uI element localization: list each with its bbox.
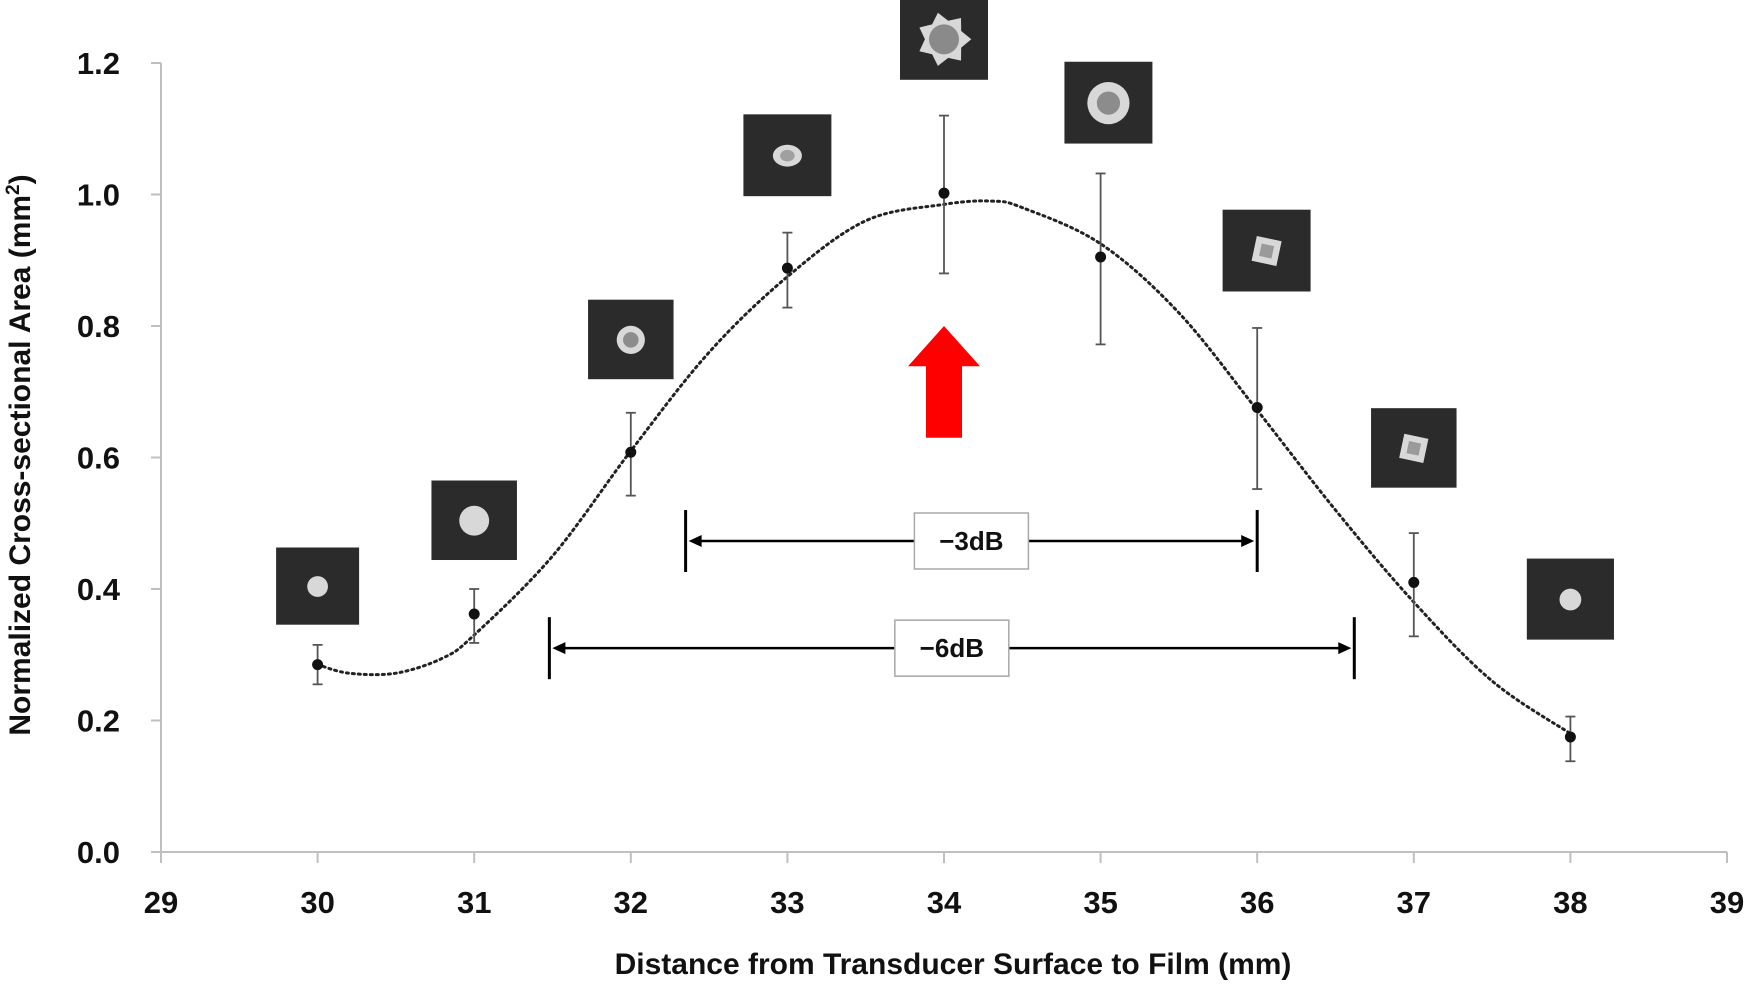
inset-spot-core [1406,441,1422,456]
inset-spot [1559,588,1582,611]
y-axis-title: Normalized Cross-sectional Area (mm2) [3,174,37,735]
y-axis-title-main: Normalized Cross-sectional Area (mm [4,195,37,736]
inset-spot-core [1096,91,1121,115]
range-arrowhead-left [552,642,566,655]
x-tick-label: 29 [144,885,178,920]
focus-arrow [908,326,980,438]
inset-spot-core [928,24,960,55]
y-tick-label: 0.0 [77,835,120,870]
trend-layer [316,199,1572,736]
inset-micrograph [743,114,832,197]
range-label: −6dB [920,633,984,663]
data-point [1408,576,1420,588]
inset-spot [307,576,328,597]
inset-micrograph [1526,558,1614,640]
marker-layer [908,326,980,438]
data-point [781,262,793,274]
inset-spot-core [1259,243,1275,259]
range-arrowhead-right [1338,642,1352,655]
inset-spot [459,505,490,536]
label-layer: Distance from Transducer Surface to Film… [3,174,1291,981]
x-tick-label: 30 [300,885,334,920]
y-tick-label: 0.2 [77,704,120,739]
range-label-box [913,512,1030,570]
x-tick-label: 39 [1710,885,1744,920]
inset-micrograph [1222,209,1311,292]
inset-layer [276,0,1614,640]
x-tick-label: 38 [1553,885,1587,920]
range-arrowhead-left [688,535,702,548]
y-tick-label: 1.2 [77,46,120,81]
inset-micrograph [900,0,988,80]
inset-micrograph [1371,408,1457,488]
range-bracket: −3dB [684,510,1259,573]
data-point [1564,731,1576,743]
x-tick-label: 31 [457,885,491,920]
inset-micrograph [276,547,360,625]
y-tick-label: 0.4 [77,572,121,607]
y-tick-label: 0.8 [77,309,120,344]
range-label-box [894,619,1010,677]
x-tick-label: 32 [614,885,648,920]
range-bracket: −6dB [547,617,1356,680]
inset-micrograph [588,299,674,380]
range-label: −3dB [939,526,1003,556]
data-point [1251,402,1263,414]
x-tick-label: 36 [1240,885,1274,920]
data-point [468,608,480,620]
inset-spot-core [780,149,795,162]
y-axis-title-superscript: 2 [3,184,24,195]
x-tick-label: 35 [1083,885,1117,920]
x-tick-label: 33 [770,885,804,920]
data-point [1095,251,1107,263]
inset-micrograph [1064,61,1153,144]
inset-spot-core [623,332,639,348]
inset-micrograph [431,480,517,561]
x-tick-label: 34 [927,885,962,920]
y-tick-label: 1.0 [77,178,120,213]
y-tick-label: 0.6 [77,441,120,476]
x-axis-title: Distance from Transducer Surface to Film… [615,948,1292,981]
trendline [316,199,1572,736]
axes-layer: 0.0 0.2 0.4 0.6 0.8 1.0 1.2 29 30 31 32 33 34 35 36 37 3… [77,46,1744,920]
x-tick-label: 37 [1397,885,1431,920]
data-point [938,187,950,199]
data-point [625,446,637,458]
data-point [312,659,324,671]
range-arrowhead-right [1241,535,1255,548]
point-layer [312,187,1576,743]
y-axis-title-end: ) [4,174,37,184]
range-layer: −3dB −6dB [547,510,1356,680]
